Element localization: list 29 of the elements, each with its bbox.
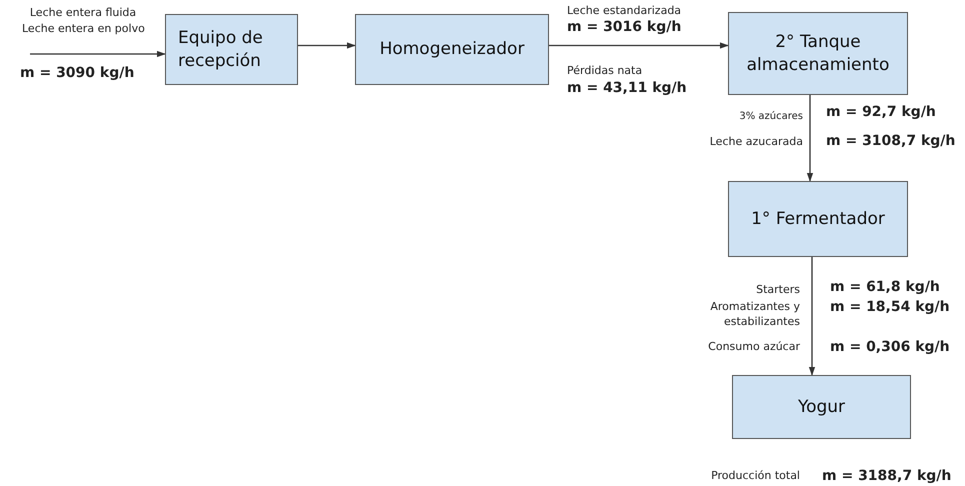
flow-rate: m = 18,54 kg/h	[830, 298, 951, 317]
flow-rate: m = 92,7 kg/h	[826, 103, 937, 122]
flow-rate: m = 0,306 kg/h	[830, 338, 951, 357]
process-box: Yogur	[732, 375, 911, 439]
stream-label: Aromatizantes y estabilizantes	[709, 300, 800, 330]
flow-rate: m = 3016 kg/h	[567, 18, 682, 37]
stream-label: Consumo azúcar	[707, 340, 800, 355]
flow-rate: m = 3090 kg/h	[20, 64, 136, 83]
process-box: 2° Tanque almacenamiento	[728, 12, 908, 95]
flow-rate: m = 43,11 kg/h	[567, 79, 688, 98]
process-box: Homogeneizador	[355, 14, 549, 85]
stream-label: Leche entera fluida	[28, 6, 138, 21]
arrow	[806, 95, 814, 182]
arrow	[549, 42, 729, 49]
process-box: 1° Fermentador	[728, 181, 908, 257]
flow-rate: m = 61,8 kg/h	[830, 278, 941, 297]
flow-rate: m = 3108,7 kg/h	[826, 132, 956, 151]
arrow	[298, 42, 356, 49]
stream-label: 3% azúcares	[738, 110, 803, 124]
arrow	[30, 50, 166, 58]
process-box: Equipo de recepción	[165, 14, 298, 85]
arrow	[808, 257, 816, 376]
stream-label: Leche azucarada	[708, 135, 803, 150]
stream-label: Leche estandarizada	[567, 4, 682, 19]
flow-rate: m = 3188,7 kg/h	[822, 467, 952, 486]
stream-label: Pérdidas nata	[567, 64, 644, 79]
stream-label: Starters	[755, 283, 800, 298]
stream-label: Producción total	[710, 469, 800, 484]
stream-label: Leche entera en polvo	[22, 22, 144, 37]
